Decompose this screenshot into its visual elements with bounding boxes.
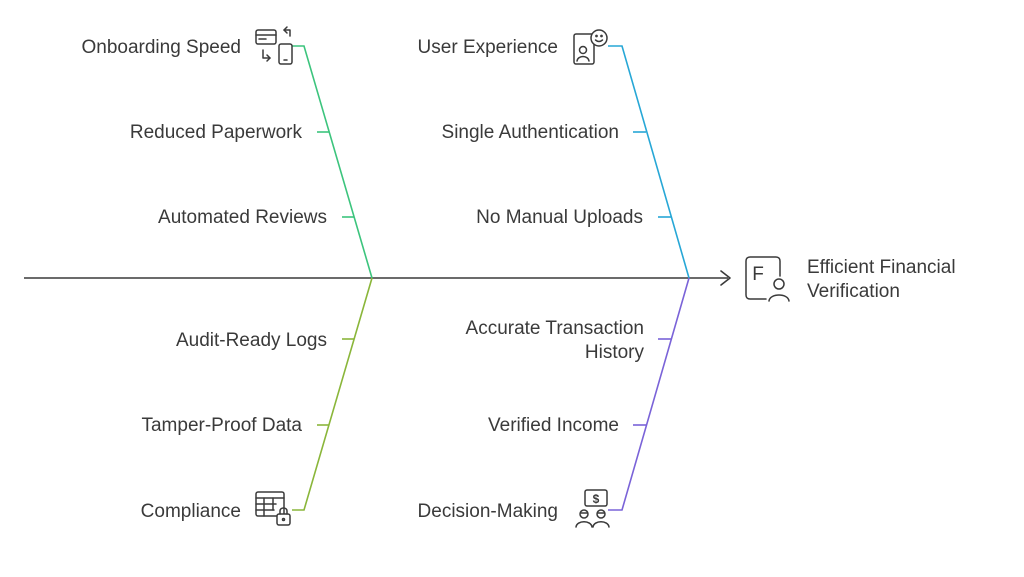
table-lock-icon	[255, 491, 291, 526]
single-authentication-label: Single Authentication	[442, 122, 619, 143]
spine-arrowhead	[720, 270, 731, 286]
bone-onboarding	[292, 45, 373, 279]
bone-decision-making	[608, 277, 690, 511]
no-manual-uploads-label: No Manual Uploads	[476, 207, 643, 228]
branch-onboarding: Onboarding Speed Reduced Paperwork Autom…	[81, 26, 373, 279]
user-happy-icon	[573, 29, 608, 65]
people-money-icon: $	[575, 489, 610, 528]
user-experience-label: User Experience	[418, 37, 558, 58]
accurate-transaction-history-label-line1: Accurate Transaction	[466, 318, 644, 339]
branch-compliance: Audit-Ready Logs Tamper-Proof Data Compl…	[141, 277, 373, 526]
compliance-label: Compliance	[141, 501, 241, 522]
effect-head: F Efficient Financial Verification	[745, 256, 956, 302]
reduced-paperwork-label: Reduced Paperwork	[130, 122, 303, 143]
automated-reviews-label: Automated Reviews	[158, 207, 327, 228]
accurate-transaction-history-label-line2: History	[585, 342, 645, 363]
svg-text:$: $	[593, 492, 600, 506]
branch-decision-making: Accurate Transaction History Verified In…	[418, 277, 690, 528]
effect-label-line1: Efficient Financial	[807, 257, 956, 278]
branch-user-experience: User Experience Single Authentication No…	[418, 29, 690, 279]
svg-text:F: F	[752, 264, 764, 285]
decision-making-label: Decision-Making	[418, 501, 558, 522]
phone-transfer-icon	[255, 26, 293, 65]
bone-compliance	[292, 277, 373, 511]
finance-person-icon: F	[745, 256, 790, 302]
bone-user-experience	[608, 45, 690, 279]
audit-ready-logs-label: Audit-Ready Logs	[176, 330, 327, 351]
tamper-proof-data-label: Tamper-Proof Data	[141, 415, 302, 436]
onboarding-speed-label: Onboarding Speed	[81, 37, 241, 58]
verified-income-label: Verified Income	[488, 415, 619, 436]
effect-label-line2: Verification	[807, 281, 900, 302]
